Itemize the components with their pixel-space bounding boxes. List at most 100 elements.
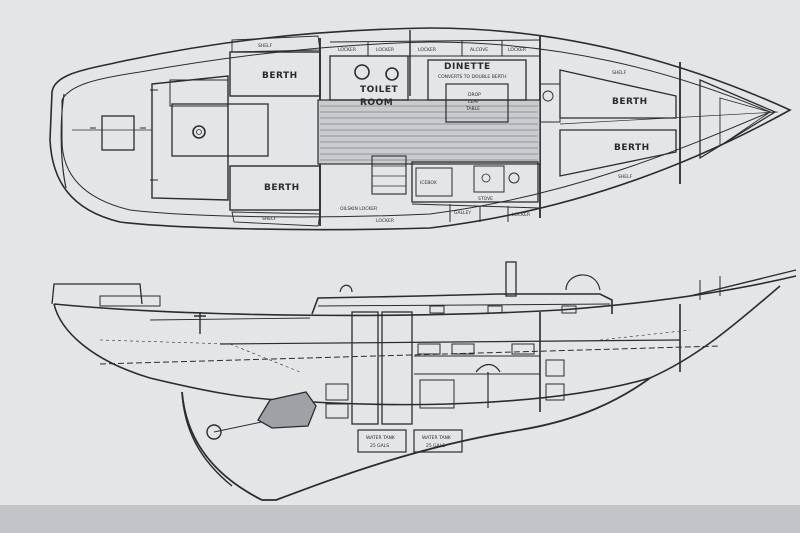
rudder (181, 391, 233, 487)
shelf-stbd (231, 211, 321, 227)
water-tank-stbd-box (413, 429, 463, 453)
sole-planking (320, 105, 538, 161)
forward-hatch-port (542, 90, 554, 102)
stern-pulpit (51, 283, 143, 305)
fwd-locker-2 (545, 383, 565, 401)
cabin-top-line (317, 303, 611, 307)
label-dinette: DINETTE (444, 62, 491, 72)
settee-locker-1 (417, 343, 441, 355)
anchor-well (719, 97, 772, 147)
transom-rail (60, 93, 67, 189)
mast-step (505, 261, 517, 297)
label-berth-fwd-upper: BERTH (612, 97, 648, 107)
label-water-tank-port-size: 25 GALS (370, 443, 389, 449)
portlight-3 (561, 305, 577, 314)
vee-berth-lower (559, 129, 677, 177)
label-galley: GALLEY (454, 210, 471, 216)
keel-outline (181, 377, 651, 501)
accommodation-plan (49, 27, 792, 231)
label-berth-fwd-lower: BERTH (614, 143, 650, 153)
label-water-tank-port: WATER TANK (366, 435, 396, 441)
label-shelf-b: SHELF (262, 216, 277, 222)
label-locker-4: LOCKER (508, 47, 526, 53)
water-tank-port-box (357, 429, 407, 453)
hanging-locker (539, 83, 561, 123)
locker-row-top (329, 39, 541, 57)
settee-back (414, 355, 540, 375)
settee-locker-3 (511, 343, 535, 355)
sink-b (508, 172, 520, 184)
sink-a (481, 173, 491, 183)
label-stove: STOVE (478, 196, 493, 202)
profile-bulkhead-fwd (539, 304, 681, 412)
portlight-1 (429, 305, 445, 314)
galley-cabinet (419, 379, 455, 409)
label-shelf-d: SHELF (618, 174, 633, 180)
label-water-tank-stbd: WATER TANK (422, 435, 452, 441)
plan-labels: BERTH BERTH TOILET ROOM DINETTE CONVERTS… (258, 43, 650, 224)
cockpit-outline (151, 75, 229, 201)
toilet-bowl (354, 64, 370, 80)
label-locker-1: LOCKER (338, 47, 356, 53)
lazarette-hatch (101, 115, 135, 151)
label-toilet-room: ROOM (360, 98, 393, 108)
fwd-locker-1 (545, 359, 565, 377)
profile-hull-bottom (53, 285, 781, 406)
profile-bulkhead-aft (351, 311, 379, 425)
label-alcove: ALCOVE (470, 47, 488, 53)
companion-steps (371, 155, 407, 195)
settee-locker-2 (451, 343, 475, 355)
companion-hatch (339, 284, 353, 293)
winch-post (194, 312, 206, 334)
page-shadow-band (0, 505, 800, 533)
label-table: TABLE (465, 106, 480, 112)
portlight-2 (487, 305, 503, 314)
winch-port (192, 125, 206, 139)
cockpit-well (169, 79, 229, 107)
label-icebox: ICEBOX (420, 180, 437, 186)
aft-locker-2 (325, 403, 349, 419)
propeller (206, 424, 222, 440)
drop-leaf-table (445, 83, 509, 123)
washbasin (385, 67, 399, 81)
stern-mooring-chocks (90, 89, 158, 181)
cockpit-seat-hatch (171, 103, 269, 157)
vee-centerline (559, 111, 779, 125)
step-lines (372, 165, 406, 187)
profile-bulkhead-locker (381, 311, 413, 425)
dinette-seat (427, 59, 527, 101)
plan-hull-outline (49, 27, 792, 231)
profile-sheer-line (53, 275, 797, 317)
engine-block (257, 391, 317, 429)
label-converts: CONVERTS TO DOUBLE BERTH (438, 74, 507, 80)
label-shelf-a: SHELF (258, 43, 273, 49)
chain-locker (699, 79, 777, 160)
galley-counter (411, 161, 539, 203)
cabin-sole (317, 99, 541, 165)
cockpit-coaming (99, 295, 161, 307)
bowsprit (689, 269, 797, 297)
table-leg (475, 363, 501, 408)
label-locker-3: LOCKER (418, 47, 436, 53)
stove (473, 165, 505, 193)
label-drop: DROP (468, 92, 481, 98)
label-toilet: TOILET (360, 85, 399, 95)
icebox (415, 167, 453, 197)
cabin-sole-line (219, 339, 681, 345)
label-locker-5: LOCKER (376, 218, 394, 224)
label-oilskin-locker: OILSKIN LOCKER (340, 206, 377, 212)
lifeline (149, 317, 311, 321)
label-berth-port-aft: BERTH (262, 71, 298, 81)
cabin-trunk (311, 293, 613, 315)
bow-pulpit (699, 276, 721, 300)
aft-locker-1 (325, 383, 349, 401)
label-water-tank-stbd-size: 25 GALS (426, 443, 445, 449)
label-leaf: LEAF (468, 99, 479, 105)
label-locker-2: LOCKER (376, 47, 394, 53)
waterline (99, 345, 721, 365)
hull-section-lines (99, 329, 691, 373)
inboard-profile (51, 261, 797, 501)
dorade-vent (565, 274, 601, 291)
label-berth-stbd-aft: BERTH (264, 183, 300, 193)
